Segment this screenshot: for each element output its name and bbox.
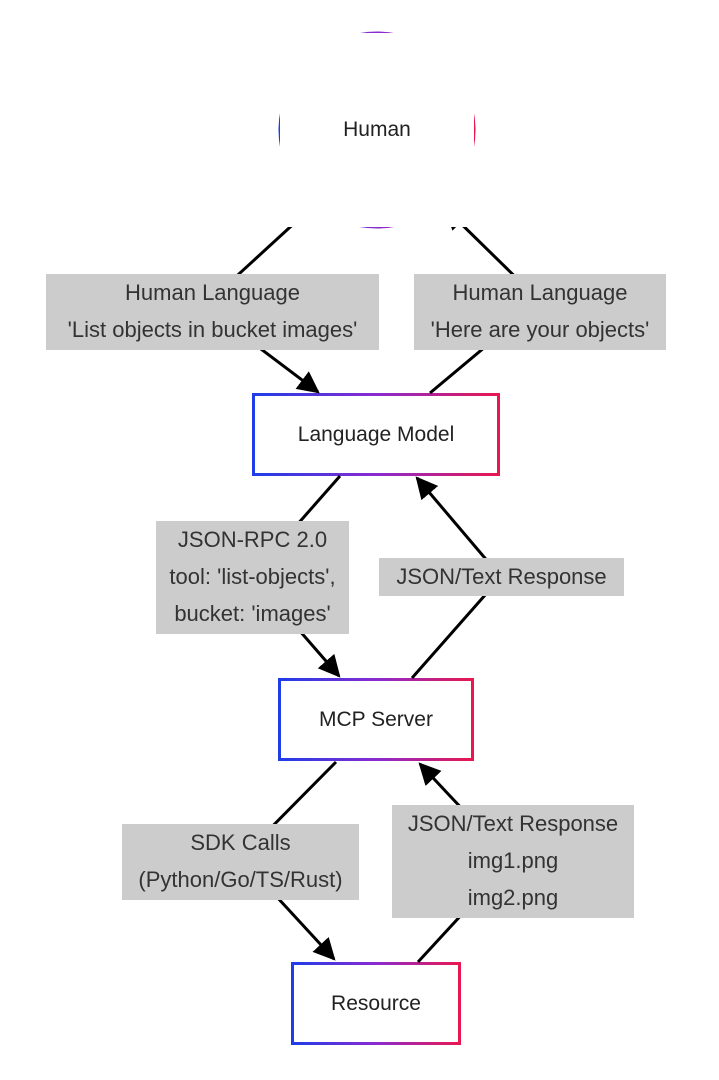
edge-label-line: SDK Calls xyxy=(190,830,291,855)
edge-label-line: img2.png xyxy=(467,885,559,910)
resource-node-outline xyxy=(291,962,461,1045)
node-resource: Resource xyxy=(295,966,457,1041)
edge-label-line: Human Language xyxy=(125,280,300,305)
edge-label-line: 'List objects in bucket images' xyxy=(67,317,358,342)
mcp-server-node-outline xyxy=(278,678,474,761)
node-language-model: Language Model xyxy=(256,397,496,472)
edge-label-model-to-human: Human Language 'Here are your objects' xyxy=(414,274,666,350)
edge-label-model-to-server: JSON-RPC 2.0 tool: 'list-objects', bucke… xyxy=(156,521,349,634)
node-human: Human xyxy=(280,33,474,227)
edge-label-line: 'Here are your objects' xyxy=(430,317,650,342)
node-mcp-server: MCP Server xyxy=(282,682,470,757)
node-language-model-label: Language Model xyxy=(297,422,455,446)
edge-label-line: bucket: 'images' xyxy=(174,601,331,626)
node-resource-label: Resource xyxy=(331,991,421,1015)
edge-label-line: JSON/Text Response xyxy=(396,564,607,589)
edge-label-line: (Python/Go/TS/Rust) xyxy=(138,867,343,892)
edge-label-line: Human Language xyxy=(452,280,628,305)
language-model-node-outline xyxy=(252,393,500,476)
edge-label-human-to-model: Human Language 'List objects in bucket i… xyxy=(46,274,379,350)
node-mcp-server-label: MCP Server xyxy=(319,707,433,731)
node-human-label: Human xyxy=(343,118,411,141)
edge-label-line: JSON-RPC 2.0 xyxy=(177,527,328,552)
edge-label-resource-to-server: JSON/Text Response img1.png img2.png xyxy=(392,805,634,918)
edge-label-server-to-model: JSON/Text Response xyxy=(379,558,624,596)
edge-label-line: img1.png xyxy=(467,848,559,873)
edge-label-line: tool: 'list-objects', xyxy=(169,564,336,589)
edge-label-server-to-resource: SDK Calls (Python/Go/TS/Rust) xyxy=(122,824,359,900)
edge-label-line: JSON/Text Response xyxy=(407,811,619,836)
